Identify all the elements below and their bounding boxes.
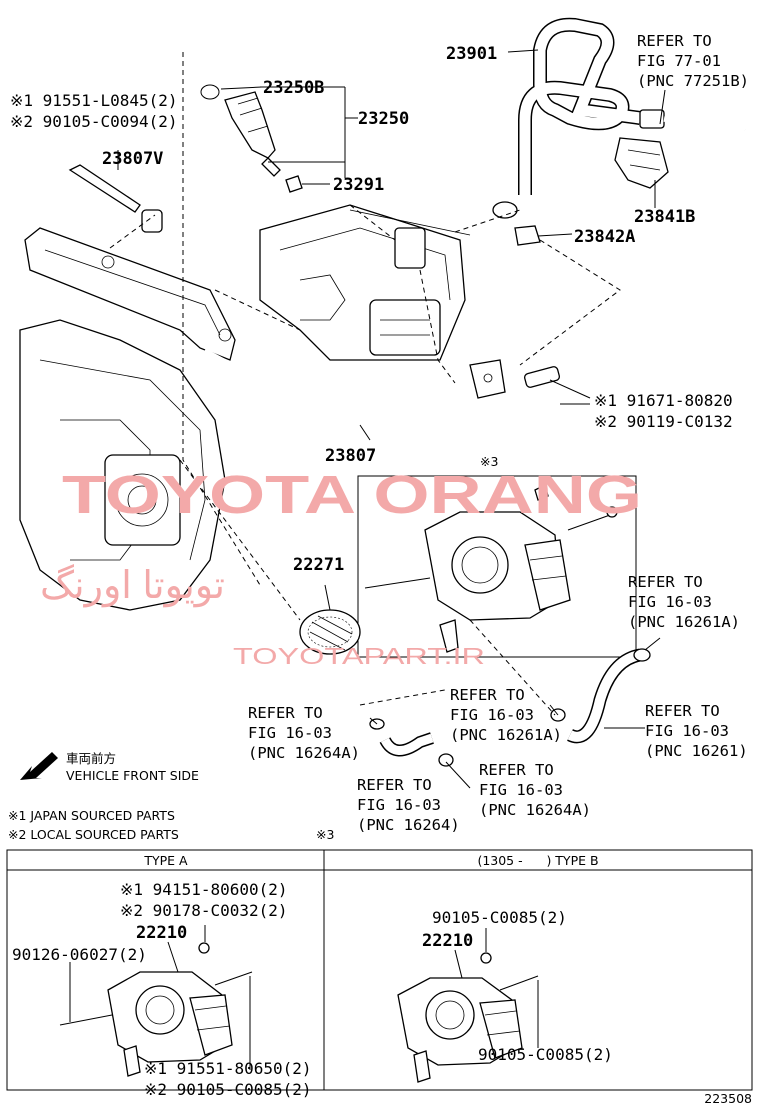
ref-fig-16-03-16264a-right[interactable]: REFER TO FIG 16-03 (PNC 16264A) <box>479 761 591 819</box>
svg-text:(PNC 16261A): (PNC 16261A) <box>450 726 562 744</box>
label-23841b: 23841B <box>634 207 695 227</box>
note3-table: ※3 <box>316 827 334 842</box>
throttle-body-illustration <box>357 475 637 658</box>
type-a-nut-local: ※2 90178-C0032(2) <box>120 901 288 920</box>
bolt-local-a: ※2 90105-C0094(2) <box>10 112 178 131</box>
svg-text:(PNC 16264): (PNC 16264) <box>357 816 460 834</box>
watermark: TOYOTA ORANG تویوتا اورنگ TOYOTAPART.IR <box>40 465 642 669</box>
watermark-site: TOYOTAPART.IR <box>233 643 485 669</box>
svg-text:FIG 16-03: FIG 16-03 <box>248 724 332 742</box>
type-a-bolt-local: ※2 90105-C0085(2) <box>144 1080 312 1099</box>
svg-text:(PNC 16261): (PNC 16261) <box>645 742 748 760</box>
type-b-bolt: 90105-C0085(2) <box>478 1045 613 1064</box>
type-a-bolt-japan: ※1 91551-80650(2) <box>144 1059 312 1078</box>
svg-text:FIG 16-03: FIG 16-03 <box>357 796 441 814</box>
svg-text:FIG 77-01: FIG 77-01 <box>637 52 721 70</box>
ref-fig-16-03-16264a-left[interactable]: REFER TO FIG 16-03 (PNC 16264A) <box>248 704 360 762</box>
vehicle-front-arrow-icon <box>20 752 58 780</box>
type-b-header: (1305 - ) TYPE B <box>477 853 598 868</box>
label-23250b: 23250B <box>263 78 324 98</box>
type-a-nut-japan: ※1 94151-80600(2) <box>120 880 288 899</box>
type-a-body: 22210 <box>136 923 187 943</box>
bolt-23807v-illustration <box>68 164 163 233</box>
label-23807: 23807 <box>325 446 376 466</box>
figure-number: 223508 <box>704 1091 752 1106</box>
gasket-illustration <box>299 609 361 655</box>
svg-text:FIG 16-03: FIG 16-03 <box>628 593 712 611</box>
label-23842a: 23842A <box>574 227 635 247</box>
svg-text:(PNC 16261A): (PNC 16261A) <box>628 613 740 631</box>
note3-top: ※3 <box>480 454 498 469</box>
footnote-local: ※2 LOCAL SOURCED PARTS <box>8 827 179 842</box>
svg-text:FIG 16-03: FIG 16-03 <box>450 706 534 724</box>
label-23901: 23901 <box>446 44 497 64</box>
svg-text:REFER TO: REFER TO <box>357 776 432 794</box>
label-23250: 23250 <box>358 109 409 129</box>
svg-text:REFER TO: REFER TO <box>479 761 554 779</box>
type-a-header: TYPE A <box>143 853 188 868</box>
svg-text:(PNC 16264A): (PNC 16264A) <box>248 744 360 762</box>
ref-fig-16-03-16261a-right[interactable]: REFER TO FIG 16-03 (PNC 16261A) <box>628 573 740 631</box>
svg-text:REFER TO: REFER TO <box>628 573 703 591</box>
svg-text:FIG 16-03: FIG 16-03 <box>479 781 563 799</box>
svg-text:REFER TO: REFER TO <box>450 686 525 704</box>
type-b-nut: 90105-C0085(2) <box>432 908 567 927</box>
label-23291: 23291 <box>333 175 384 195</box>
svg-text:(PNC 77251B): (PNC 77251B) <box>637 72 749 90</box>
injector-illustration <box>200 84 303 193</box>
svg-text:(PNC 16264A): (PNC 16264A) <box>479 801 591 819</box>
watermark-persian: تویوتا اورنگ <box>40 564 225 608</box>
bolt-japan-b: ※1 91671-80820 <box>594 391 733 410</box>
label-22271: 22271 <box>293 555 344 575</box>
leader-lines <box>109 49 666 789</box>
direction-en: VEHICLE FRONT SIDE <box>66 768 199 783</box>
direction-jp: 車両前方 <box>66 751 116 766</box>
footnote-japan: ※1 JAPAN SOURCED PARTS <box>8 808 175 823</box>
watermark-main: TOYOTA ORANG <box>62 465 642 525</box>
fuel-hose-illustration <box>492 17 746 246</box>
svg-text:REFER TO: REFER TO <box>248 704 323 722</box>
svg-text:REFER TO: REFER TO <box>645 702 720 720</box>
type-b-body: 22210 <box>422 931 473 951</box>
water-hoses-illustration <box>369 648 651 767</box>
ref-fig-16-03-16264[interactable]: REFER TO FIG 16-03 (PNC 16264) <box>357 776 460 834</box>
fuel-pipe-illustration <box>204 348 560 427</box>
ref-fig-16-03-16261[interactable]: REFER TO FIG 16-03 (PNC 16261) <box>645 702 748 760</box>
intake-manifold-illustration <box>19 204 471 611</box>
type-a-throttle-illustration <box>59 925 253 1077</box>
svg-text:FIG 16-03: FIG 16-03 <box>645 722 729 740</box>
svg-text:REFER TO: REFER TO <box>637 32 712 50</box>
type-a-stud: 90126-06027(2) <box>12 945 147 964</box>
ref-fig-16-03-16261a-center[interactable]: REFER TO FIG 16-03 (PNC 16261A) <box>450 686 562 744</box>
bolt-local-b: ※2 90119-C0132 <box>594 412 733 431</box>
label-23807v: 23807V <box>102 149 163 169</box>
ref-fig-77-01[interactable]: REFER TO FIG 77-01 (PNC 77251B) <box>637 32 749 90</box>
type-b-throttle-illustration <box>397 928 539 1083</box>
bolt-japan-a: ※1 91551-L0845(2) <box>10 91 178 110</box>
type-table: TYPE A (1305 - ) TYPE B ※1 94151-80600(2… <box>6 849 753 1099</box>
